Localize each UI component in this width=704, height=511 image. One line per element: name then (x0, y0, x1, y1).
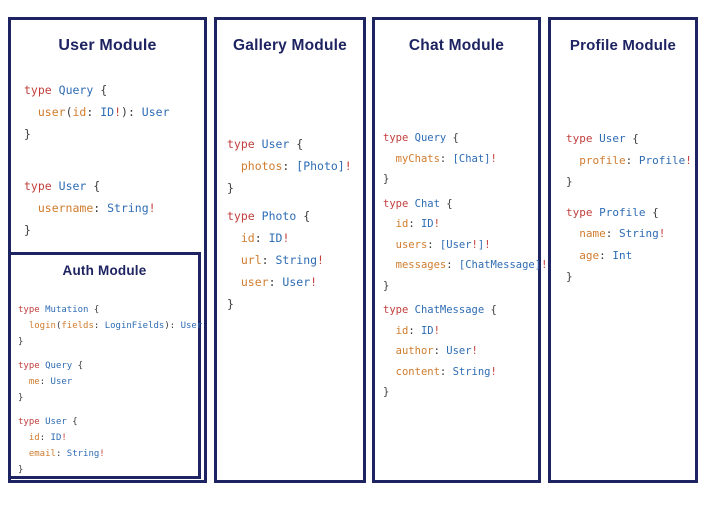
code-block: type Mutation { login(fields: LoginField… (18, 302, 202, 350)
auth-module-title: Auth Module (62, 263, 147, 278)
code-line: user: User! (240, 275, 318, 289)
code-line: author: User! (395, 345, 478, 357)
code-line: type Photo { (227, 209, 311, 223)
code-line: login(fields: LoginFields): User (28, 321, 203, 331)
code-line: type User { (18, 417, 78, 427)
code-block: type Query { user(id: ID!): User} (24, 79, 170, 145)
code-line: id: ID! (240, 231, 290, 245)
code-line: age: Int (579, 248, 633, 262)
profile-module-code: type User { profile: Profile!}type Profi… (566, 128, 692, 288)
code-line: } (24, 223, 31, 237)
code-line: profile: Profile! (579, 153, 692, 167)
code-block: type Profile { name: String! age: Int} (566, 202, 692, 288)
code-line: content: String! (395, 365, 497, 378)
code-line: name: String! (579, 227, 666, 240)
code-block: type Photo { id: ID! url: String! user: … (227, 205, 352, 315)
auth-module-card: Auth Module type Mutation { login(fields… (8, 252, 202, 479)
chat-module-code: type Query { myChats: [Chat]!}type Chat … (383, 128, 547, 403)
code-line: type Query { (18, 361, 84, 371)
code-block: type Query { myChats: [Chat]!} (383, 128, 547, 190)
code-line: users: [User!]! (395, 238, 491, 251)
code-line: me: User (28, 377, 73, 387)
code-line: id: ID! (395, 218, 440, 230)
code-block: type User { id: ID! email: String!} (18, 414, 202, 478)
code-line: } (227, 181, 234, 195)
code-line: } (227, 297, 234, 311)
code-line: } (383, 279, 390, 292)
code-line: type Query { (383, 132, 459, 144)
code-line: } (566, 175, 573, 188)
code-line: type User { (227, 137, 304, 151)
code-block: type Chat { id: ID! users: [User!]! mess… (383, 194, 547, 297)
profile-module-title: Profile Module (569, 37, 677, 54)
gallery-module-card: Gallery Module type User { photos: [Phot… (214, 17, 366, 483)
code-line: type Chat { (383, 197, 453, 210)
code-line: type User { (566, 132, 639, 145)
profile-module-card: Profile Module type User { profile: Prof… (548, 17, 698, 483)
code-line: type ChatMessage { (383, 304, 497, 316)
code-line: } (566, 270, 573, 283)
code-line: user(id: ID!): User (37, 105, 170, 119)
code-block: type ChatMessage { id: ID! author: User!… (383, 300, 547, 403)
code-line: messages: [ChatMessage]! (395, 259, 548, 271)
code-line: id: ID! (28, 433, 67, 443)
code-line: type User { (24, 179, 101, 193)
chat-module-title: Chat Module (408, 37, 505, 54)
code-line: } (383, 386, 390, 398)
gallery-module-code: type User { photos: [Photo]!}type Photo … (227, 133, 352, 315)
user-module-code: type Query { user(id: ID!): User}type Us… (24, 79, 170, 241)
code-line: } (24, 127, 31, 141)
auth-module-code: type Mutation { login(fields: LoginField… (18, 302, 202, 478)
gallery-module-title: Gallery Module (233, 37, 347, 54)
code-block: type User { photos: [Photo]!} (227, 133, 352, 199)
code-line: email: String! (28, 449, 105, 459)
code-line: } (383, 173, 390, 185)
code-line: } (18, 393, 24, 403)
code-line: url: String! (240, 253, 324, 267)
code-line: } (18, 337, 24, 347)
code-line: type Mutation { (18, 305, 100, 315)
code-block: type User { username: String!} (24, 175, 170, 241)
code-block: type Query { me: User} (18, 358, 202, 406)
code-line: username: String! (37, 201, 156, 215)
code-line: id: ID! (395, 324, 440, 337)
code-line: photos: [Photo]! (240, 159, 352, 173)
user-module-title: User Module (58, 37, 157, 54)
code-line: type Profile { (566, 205, 659, 219)
chat-module-card: Chat Module type Query { myChats: [Chat]… (372, 17, 547, 483)
code-block: type User { profile: Profile!} (566, 128, 692, 193)
code-line: } (18, 465, 24, 475)
code-line: myChats: [Chat]! (395, 152, 497, 165)
code-line: type Query { (24, 83, 108, 97)
